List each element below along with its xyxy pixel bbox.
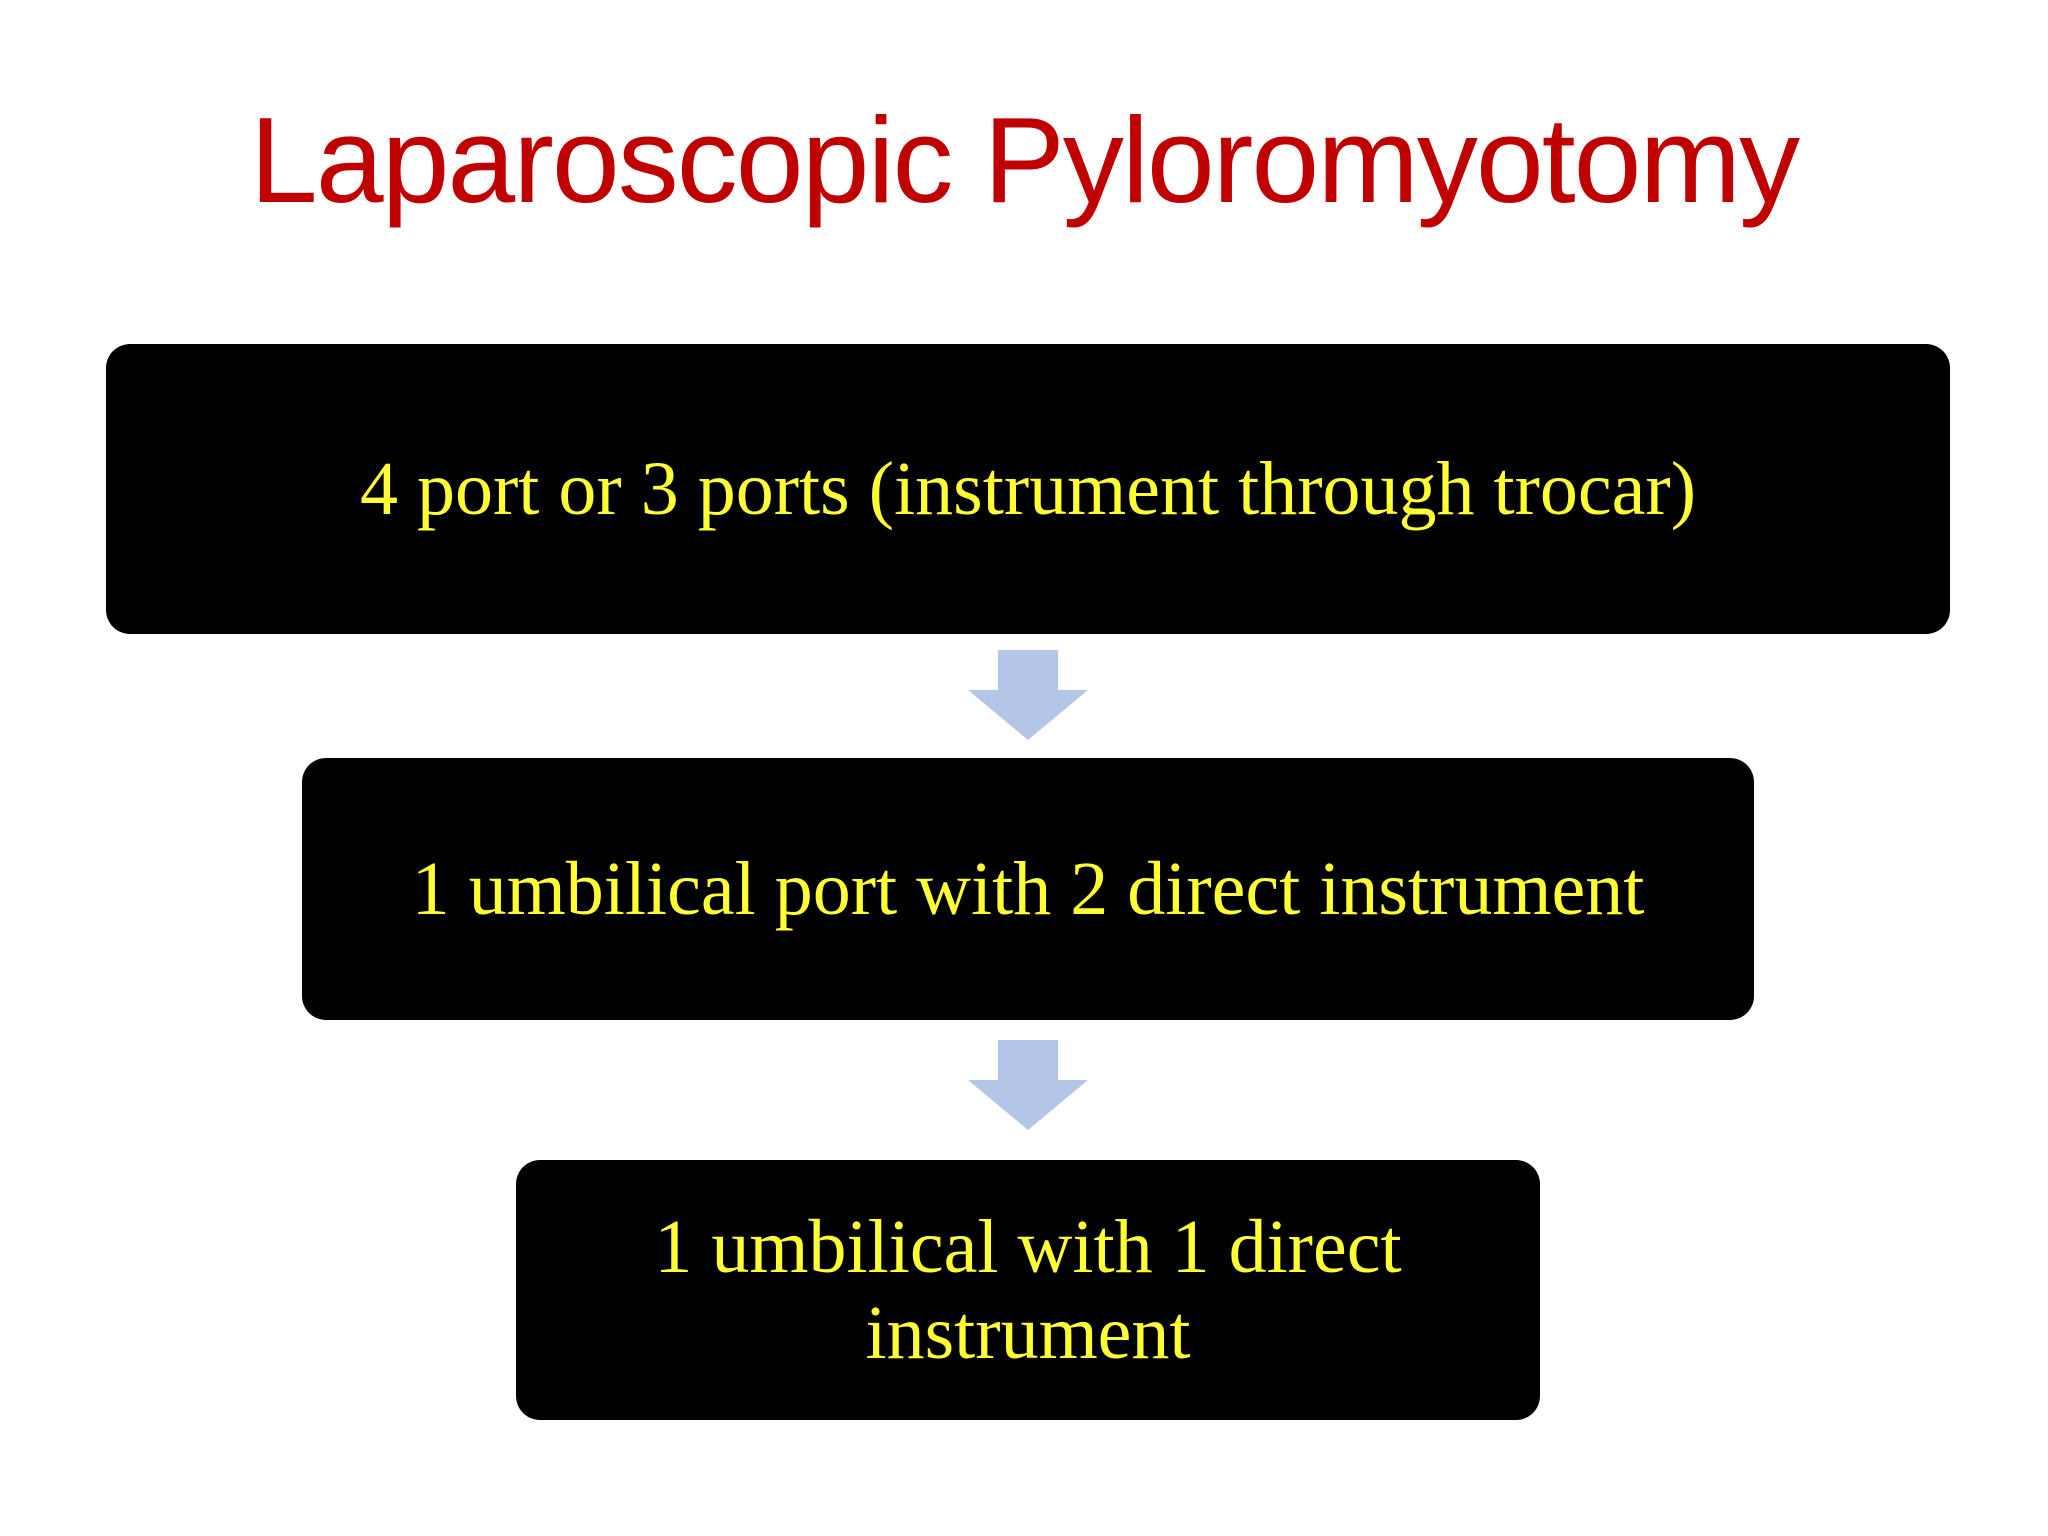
slide-title: Laparoscopic Pyloromyotomy: [249, 92, 1800, 228]
flow-step-1: 4 port or 3 ports (instrument through tr…: [106, 344, 1950, 634]
flow-step-2: 1 umbilical port with 2 direct instrumen…: [302, 758, 1754, 1020]
down-arrow-icon: [968, 1040, 1088, 1130]
flow-step-1-text: 4 port or 3 ports (instrument through tr…: [359, 447, 1697, 531]
down-arrow-icon: [968, 650, 1088, 740]
flow-step-3-text: 1 umbilical with 1 direct instrument: [654, 1205, 1402, 1375]
flow-step-2-text: 1 umbilical port with 2 direct instrumen…: [411, 847, 1645, 931]
flow-step-3: 1 umbilical with 1 direct instrument: [516, 1160, 1540, 1420]
